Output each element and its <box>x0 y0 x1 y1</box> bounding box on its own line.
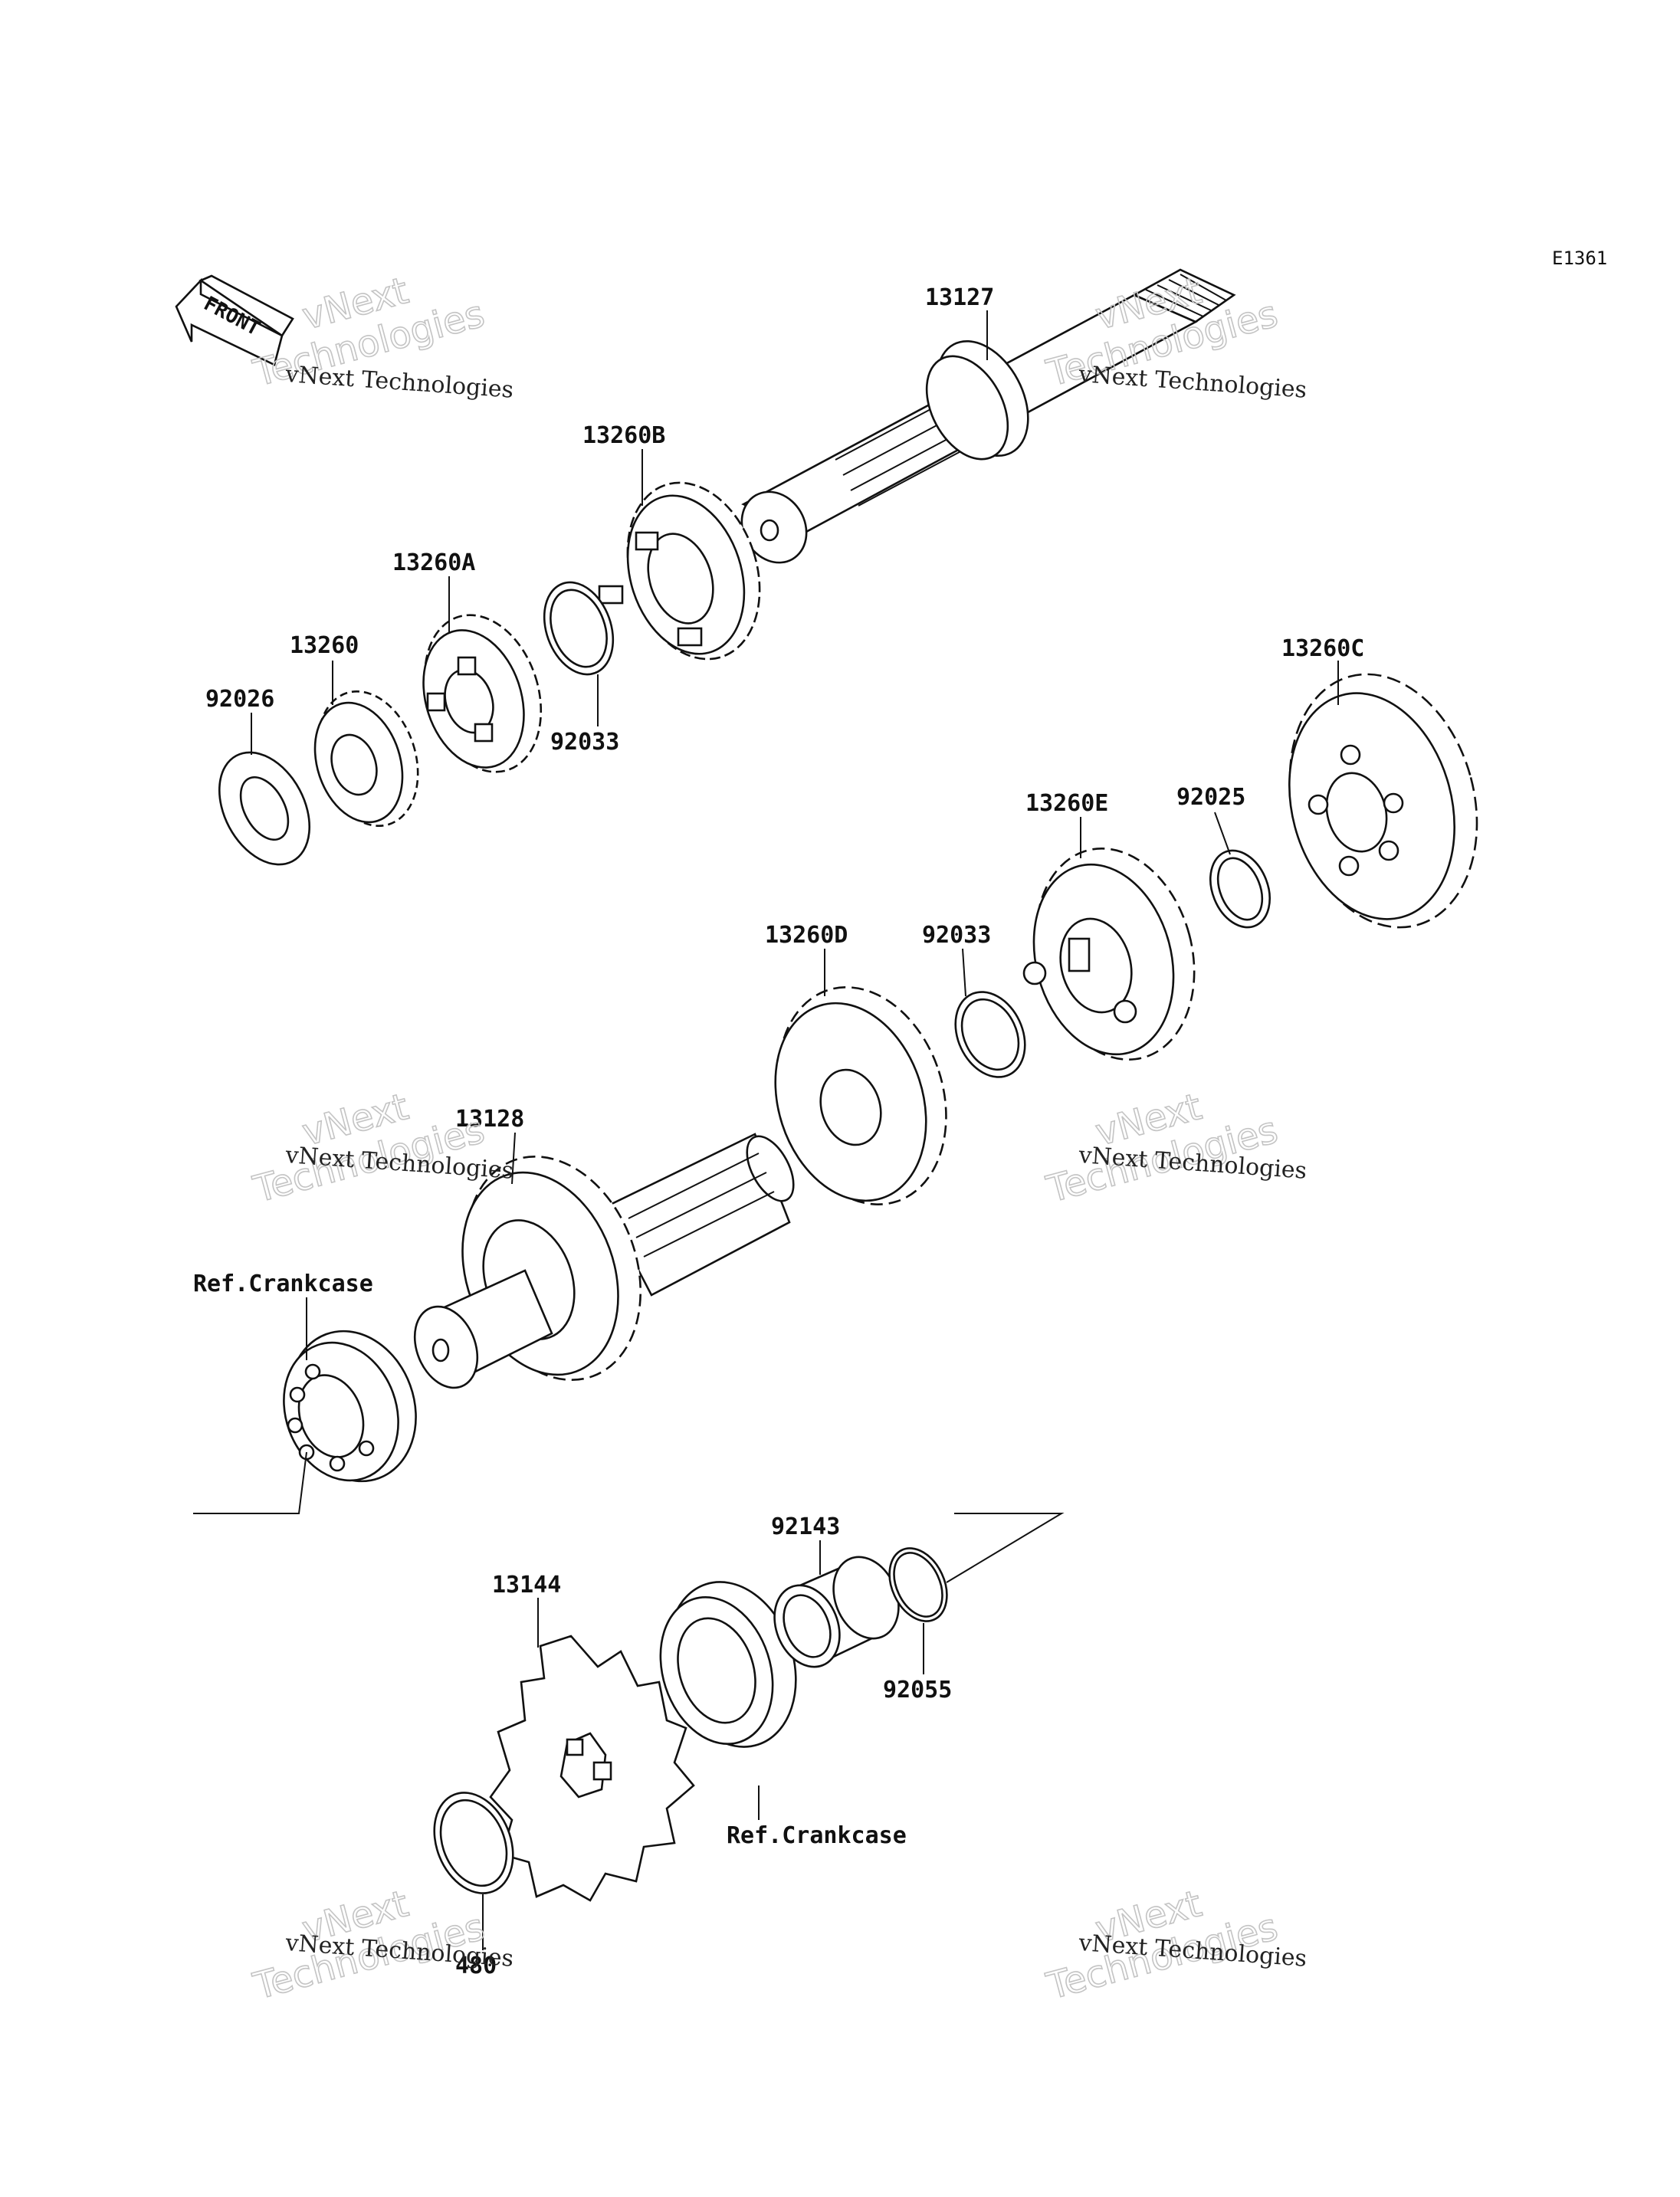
label-13260B: 13260B <box>582 422 665 449</box>
gear-13260E <box>1022 848 1196 1061</box>
oil-seal-ref-crankcase <box>659 1581 797 1748</box>
label-480: 480 <box>455 1953 497 1979</box>
washer-92026 <box>218 751 311 866</box>
part-labels: 13127 13260B 13260A 13260 92026 92033 13… <box>193 284 1364 1979</box>
gear-13260A <box>422 614 543 773</box>
diagram-id: E1361 <box>1552 248 1607 269</box>
label-13260: 13260 <box>290 632 359 659</box>
label-92055: 92055 <box>883 1677 952 1703</box>
label-13144: 13144 <box>492 1572 561 1599</box>
label-13127: 13127 <box>925 284 994 311</box>
o-ring-92055 <box>888 1547 948 1622</box>
bearing-ref-crankcase <box>283 1330 417 1483</box>
watermarks: vNext Technologies vNext Technologies vN… <box>248 268 1308 2008</box>
circlip-480 <box>433 1792 514 1894</box>
label-92143: 92143 <box>771 1513 840 1540</box>
label-92025: 92025 <box>1176 784 1245 811</box>
main-shaft-13127 <box>740 268 1236 564</box>
svg-text:vNext Technologies: vNext Technologies <box>1077 361 1308 404</box>
output-shaft-13128 <box>413 1133 795 1389</box>
label-13260E: 13260E <box>1025 790 1108 817</box>
watermark-text: vNext Technologies <box>284 361 514 404</box>
gear-13260 <box>313 690 419 828</box>
front-arrow-icon: FRONT <box>175 274 294 366</box>
label-ref-crankcase-seal: Ref.Crankcase <box>727 1822 907 1849</box>
label-13260D: 13260D <box>765 922 848 949</box>
label-92033-lower: 92033 <box>922 922 991 949</box>
label-13260C: 13260C <box>1281 635 1364 662</box>
label-13128: 13128 <box>455 1106 524 1133</box>
gear-13260C <box>1288 673 1478 929</box>
label-13260A: 13260A <box>392 549 475 576</box>
washer-92025 <box>1209 849 1271 929</box>
snap-ring-92033-upper <box>543 581 615 676</box>
label-92026: 92026 <box>205 686 274 713</box>
gear-13260B <box>598 481 761 661</box>
gear-13260D <box>774 986 947 1205</box>
label-ref-crankcase-bearing: Ref.Crankcase <box>193 1271 373 1297</box>
collar-92143 <box>773 1556 900 1668</box>
label-92033-upper: 92033 <box>550 729 619 756</box>
sprocket-13144 <box>489 1635 695 1902</box>
leader-lines <box>193 310 1339 1950</box>
snap-ring-92033-lower <box>954 991 1026 1078</box>
